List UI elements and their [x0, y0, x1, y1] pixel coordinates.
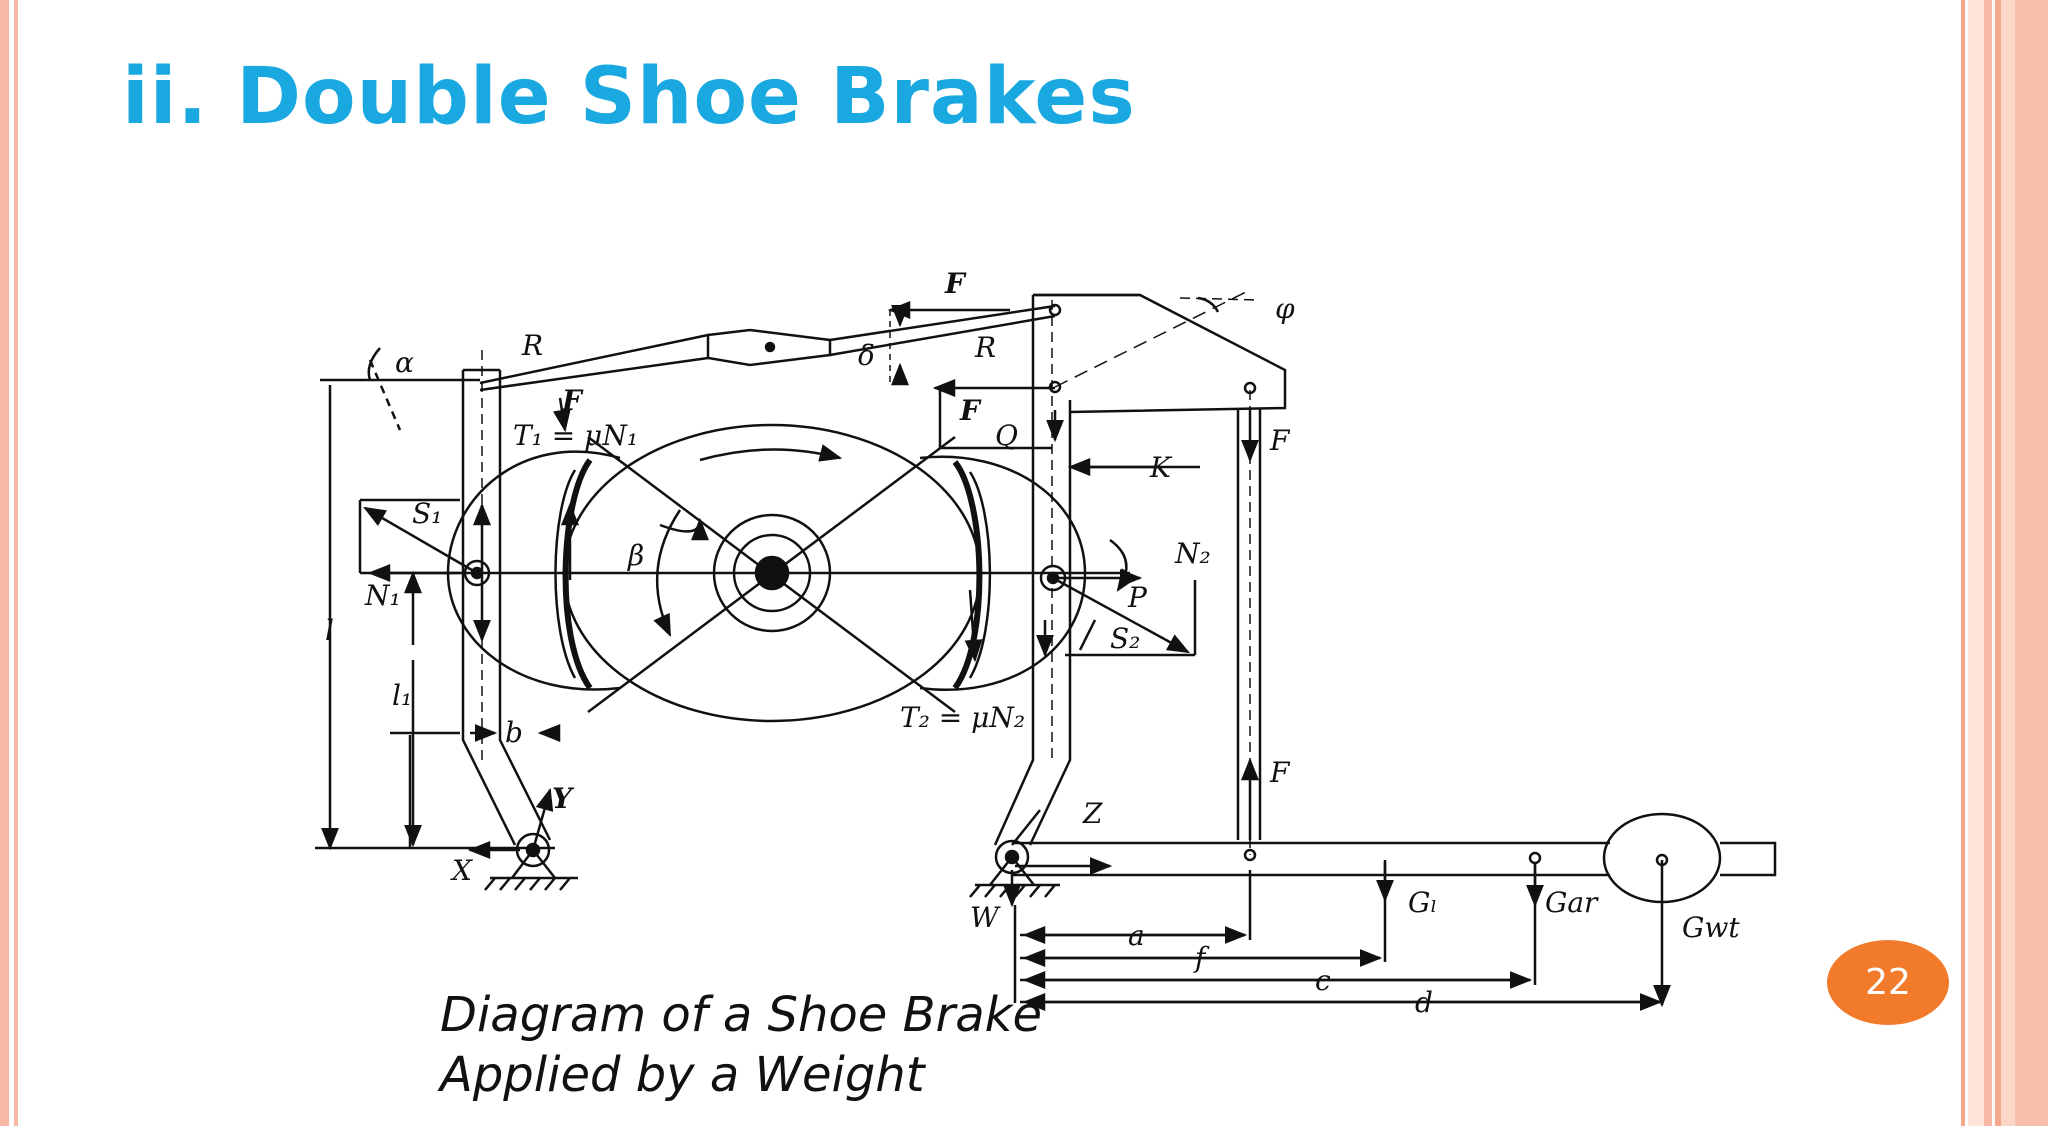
label-Y: Y	[552, 782, 575, 815]
label-S1: S₁	[412, 497, 442, 530]
label-l: l	[325, 614, 334, 647]
label-S2: S₂	[1110, 622, 1140, 655]
slide-border-right-stripe-2	[1995, 0, 2001, 1126]
diagram-caption: Diagram of a Shoe Brake Applied by a Wei…	[440, 985, 1042, 1105]
slide-border-right-edge	[2015, 0, 2048, 1126]
label-F-lower: F	[1269, 756, 1291, 789]
label-N2: N₂	[1174, 537, 1211, 570]
caption-line-1: Diagram of a Shoe Brake	[440, 987, 1042, 1043]
caption-line-2: Applied by a Weight	[440, 1047, 925, 1103]
slide-border-right-band-2	[2001, 0, 2015, 1126]
label-T1: T₁ = μN₁	[513, 419, 638, 452]
label-F1-top: F	[944, 267, 967, 300]
label-b: b	[505, 716, 523, 749]
slide-border-left-outer	[0, 0, 9, 1126]
left-ground-hatch	[484, 876, 578, 891]
slide-border-right-line	[1961, 0, 1965, 1126]
label-R-left: R	[521, 329, 543, 362]
label-d: d	[1415, 986, 1433, 1019]
left-shoe-lining-inner	[554, 469, 577, 679]
slide-title: ii. Double Shoe Brakes	[122, 52, 1136, 142]
label-N1: N₁	[364, 579, 401, 612]
label-F1-left: F	[561, 384, 584, 417]
drum-spoke	[587, 435, 956, 714]
label-Gl: Gₗ	[1408, 886, 1437, 919]
slide-border-right-stripe	[1984, 0, 1992, 1126]
turnbuckle	[706, 328, 832, 367]
drum-rotation-arrow	[699, 444, 843, 462]
right-ground-hatch	[969, 883, 1060, 898]
bell-crank	[1033, 293, 1287, 414]
vertical-rod	[1236, 408, 1262, 840]
label-Q: Q	[995, 419, 1018, 452]
label-F-upper: F	[1269, 424, 1291, 457]
label-a: a	[1128, 919, 1145, 952]
label-Gar: Gar	[1545, 886, 1599, 919]
label-c: c	[1315, 964, 1331, 997]
weight-lever	[1012, 841, 1777, 877]
label-K: K	[1149, 451, 1173, 484]
label-l1: l₁	[392, 679, 412, 712]
connecting-rod	[479, 304, 1056, 392]
label-Gwt: Gwt	[1682, 911, 1740, 944]
right-lever	[993, 293, 1140, 846]
label-phi: φ	[1275, 292, 1295, 325]
left-shoe-lining	[562, 458, 593, 690]
label-W: W	[970, 901, 1001, 934]
label-delta: δ	[858, 339, 875, 372]
right-shoe-lining	[952, 460, 983, 690]
page-number-badge: 22	[1827, 940, 1949, 1025]
label-alpha: α	[395, 346, 414, 379]
slide-border-right-band	[1968, 0, 1984, 1126]
label-Z: Z	[1082, 797, 1103, 830]
label-F1-right: F	[959, 394, 982, 427]
label-X: X	[450, 854, 473, 887]
slide-border-left-inner	[14, 0, 18, 1126]
label-T2: T₂ = μN₂	[900, 701, 1025, 734]
label-P: P	[1127, 581, 1148, 614]
label-R-right: R	[974, 331, 996, 364]
label-beta: β	[627, 539, 644, 572]
